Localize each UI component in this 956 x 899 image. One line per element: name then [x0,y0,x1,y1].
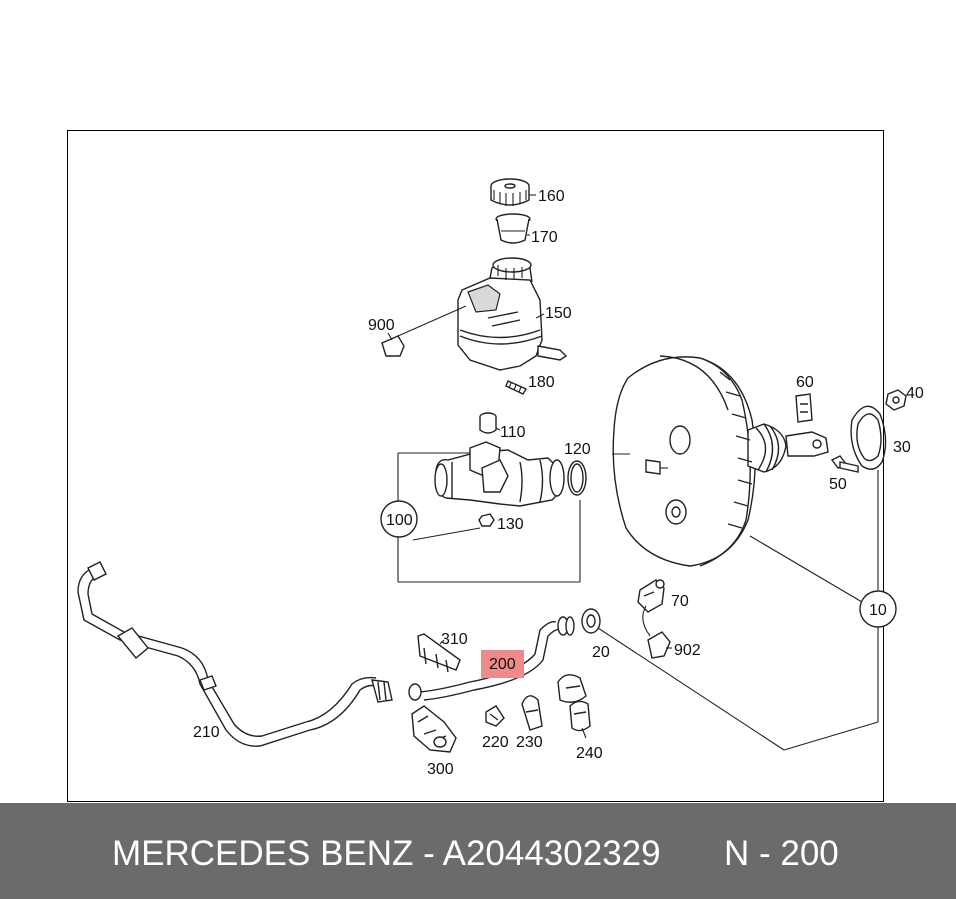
clip-220[interactable] [485,705,505,727]
nut-40[interactable] [885,389,907,411]
check-valve-300[interactable] [411,705,457,753]
strainer-170[interactable] [495,213,531,244]
footer-brand-part-number: MERCEDES BENZ - A2044302329 [112,834,661,873]
clip-230[interactable] [521,695,543,731]
plug-connector-902[interactable] [642,605,672,659]
callout-highlight-200 [481,650,524,678]
label-50: 50 [829,476,847,493]
label-40: 40 [906,385,924,402]
label-902: 902 [674,642,701,659]
plug-connector-900[interactable] [381,305,467,357]
label-20: 20 [592,644,610,661]
label-170: 170 [531,229,558,246]
label-130: 130 [497,516,524,533]
clip-240[interactable] [557,674,591,739]
gasket-30[interactable] [850,405,887,590]
bolt-50[interactable] [830,455,859,473]
label-180: 180 [528,374,555,391]
brake-master-cylinder-100[interactable] [397,441,581,583]
footer-position-number: N - 200 [724,834,839,873]
reservoir-cap-160[interactable] [490,178,536,206]
label-310: 310 [441,631,468,648]
label-150: 150 [545,305,572,322]
label-220: 220 [482,734,509,751]
label-240: 240 [576,745,603,762]
label-100: 100 [386,512,413,529]
bolt-180[interactable] [505,380,528,395]
callout-circle-100 [380,500,418,538]
vacuum-sensor-70[interactable] [637,579,665,613]
brake-booster[interactable] [612,355,863,603]
label-10: 10 [869,602,887,619]
clevis-60[interactable] [795,393,813,423]
vacuum-line-210[interactable] [77,561,393,747]
grommet-20[interactable] [581,608,601,634]
label-210: 210 [193,724,220,741]
diagram-frame [67,130,884,802]
label-30: 30 [893,439,911,456]
label-70: 70 [671,593,689,610]
nut-130[interactable] [478,513,495,527]
brake-fluid-reservoir-150[interactable] [457,257,568,371]
leader-lines-10 [597,627,879,751]
label-160: 160 [538,188,565,205]
o-ring-120[interactable] [567,460,587,496]
label-60: 60 [796,374,814,391]
label-900: 900 [368,317,395,334]
footer-bar [0,803,956,899]
label-110: 110 [500,424,526,441]
label-200: 200 [489,656,516,673]
label-300: 300 [427,761,454,778]
seal-110[interactable] [479,412,501,434]
label-120: 120 [564,441,591,458]
label-230: 230 [516,734,543,751]
bracket-310[interactable] [417,633,461,673]
